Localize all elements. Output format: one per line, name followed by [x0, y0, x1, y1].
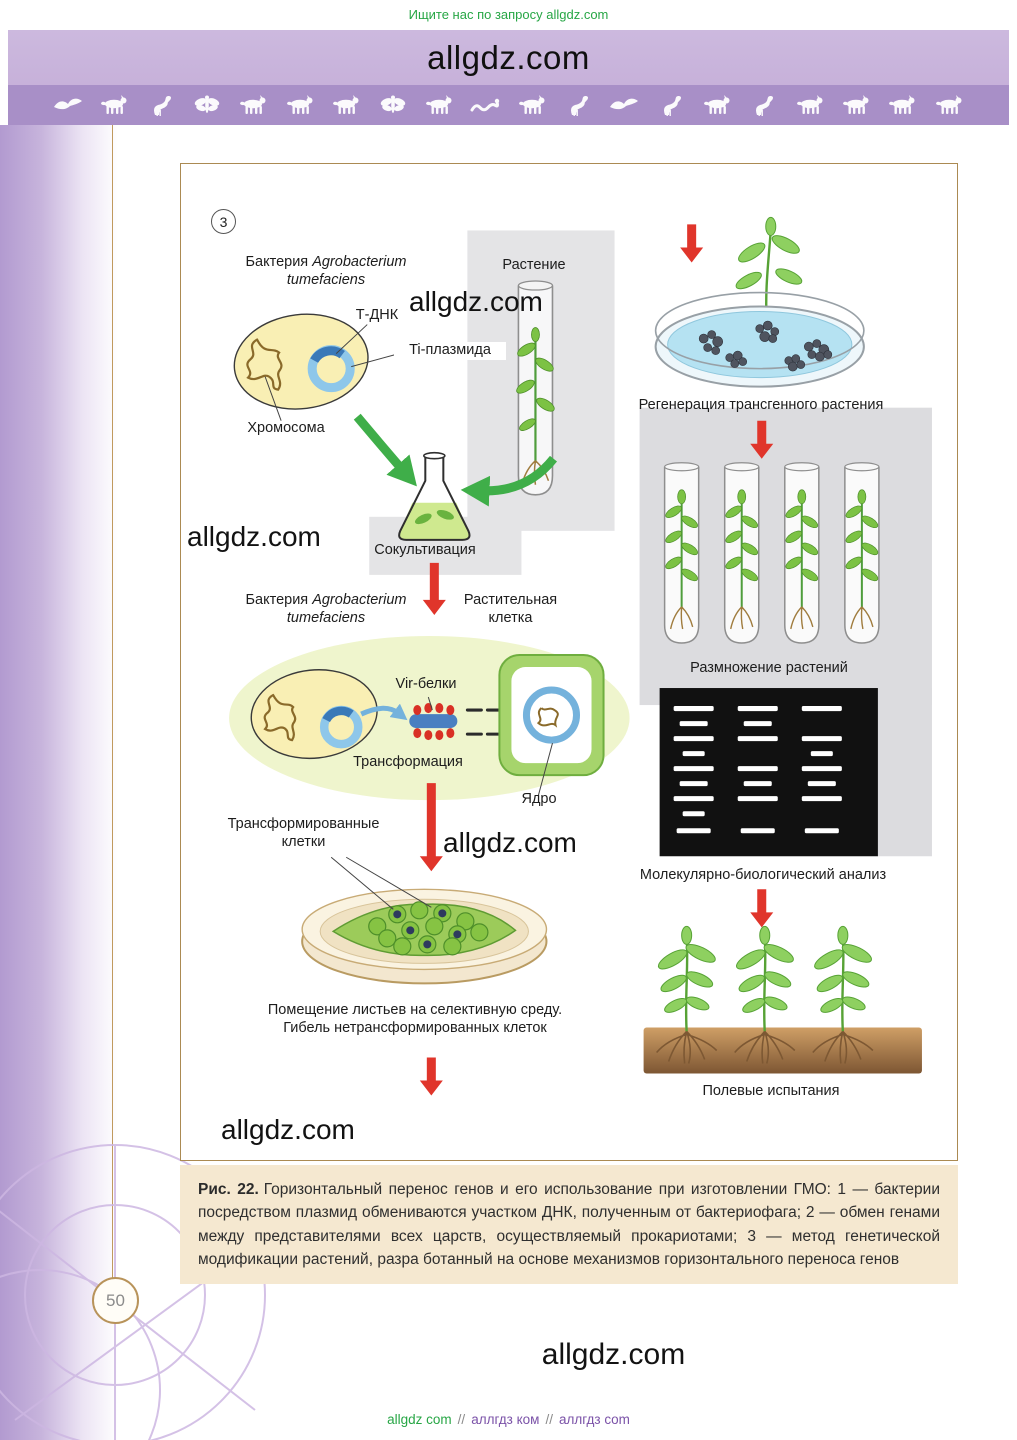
bacteria-word: Бактерия — [245, 592, 309, 608]
label-bacteria-2: Бактерия Agrobacterium tumefaciens — [231, 592, 421, 627]
figure-diagram — [229, 216, 932, 1096]
camel-icon — [843, 95, 869, 114]
footer: allgdz com // аллгдз ком // аллгдз com — [0, 1412, 1017, 1427]
wolf-icon — [935, 95, 962, 114]
bacteria-word: Бактерия — [245, 254, 309, 270]
sidebar-vertical-rule — [112, 125, 113, 1280]
label-field-trials: Полевые испытания — [702, 1083, 840, 1099]
dragonfly-icon — [193, 95, 221, 113]
stork-icon — [570, 95, 588, 116]
butterfly-icon — [379, 95, 406, 113]
bacteria-latin-name: Agrobacterium tumefaciens — [286, 254, 407, 288]
label-nucleus: Ядро — [521, 791, 557, 807]
green-arrows — [353, 413, 558, 507]
watermark-text: allgdz.com — [409, 286, 543, 317]
dog-icon — [101, 95, 127, 114]
watermark-text: allgdz.com — [187, 521, 321, 552]
label-bacteria-1: Бактерия Agrobacterium tumefaciens — [231, 254, 421, 289]
label-molecular-analysis: Молекулярно-биологический анализ — [639, 867, 887, 883]
transformation-scene — [229, 635, 630, 801]
label-ti-plasmid: Ti-плазмида — [394, 342, 506, 360]
animal-icon-band — [8, 85, 1009, 125]
figure-part-badge: 3 — [211, 209, 236, 234]
swallow-icon — [610, 98, 639, 110]
rooster-icon — [663, 95, 681, 116]
crane-icon — [756, 95, 774, 116]
footer-link-allgdz-com[interactable]: allgdz com — [387, 1412, 452, 1427]
figure-caption-text: Горизонтальный перенос генов и его испол… — [198, 1181, 940, 1268]
label-chromosome: Хромосома — [247, 420, 325, 436]
footer-separator: // — [457, 1412, 466, 1427]
watermark-text: allgdz.com — [443, 827, 577, 858]
figure-caption: Рис. 22.Горизонтальный перенос генов и е… — [180, 1165, 958, 1284]
red-arrows — [419, 224, 774, 1096]
cat-icon — [333, 95, 359, 114]
watermark-text: allgdz.com — [221, 1114, 355, 1145]
petri-dish-regeneration — [654, 291, 865, 388]
footer-separator: // — [545, 1412, 553, 1427]
plant-test-tube — [516, 280, 555, 496]
figure-box: 3 Бактерия Agrobacterium tumefaciens Т-Д… — [180, 163, 958, 1161]
site-header: allgdz.com — [8, 30, 1009, 125]
footer-link-allgdz-kom[interactable]: аллгдз ком — [471, 1412, 540, 1427]
label-plant-cell: Растительная клетка — [463, 592, 558, 626]
label-transformation: Трансформация — [353, 754, 463, 770]
label-cocultivation: Сокультивация — [374, 542, 476, 558]
footer-link-allgdz-com-2[interactable]: аллгдз com — [558, 1412, 630, 1427]
horse-icon — [518, 95, 545, 114]
figure-caption-label: Рис. 22. — [198, 1181, 259, 1198]
gel-electrophoresis — [659, 688, 878, 857]
label-selective-medium: Помещение листьев на селективную среду. … — [219, 1002, 611, 1037]
bacteria-latin-name: Agrobacterium tumefaciens — [286, 592, 407, 626]
label-regeneration: Регенерация трансгенного растения — [638, 397, 884, 413]
bottom-watermark: allgdz.com — [541, 1338, 686, 1371]
fox-icon — [889, 95, 915, 114]
label-plant: Растение — [502, 257, 566, 273]
label-vir-proteins: Vir-белки — [395, 676, 457, 692]
site-title: allgdz.com — [427, 38, 590, 76]
snake-icon — [470, 97, 501, 112]
bull-icon — [796, 95, 823, 114]
top-search-notice: Ищите нас по запросу allgdz.com — [408, 7, 609, 22]
page-number: 50 — [92, 1277, 139, 1324]
selective-line-1: Помещение листьев на селективную среду. — [267, 1002, 563, 1018]
boar-icon — [240, 95, 266, 114]
field-trial-plants — [643, 925, 922, 1074]
transformed-cells-dish — [301, 856, 548, 985]
deer-icon — [286, 95, 313, 114]
left-sidebar-gradient — [0, 125, 118, 1440]
rabbit-icon — [704, 95, 730, 114]
bacterium-agrobacterium-1 — [233, 313, 396, 421]
cocultivation-flask — [398, 451, 471, 541]
goose-icon — [153, 95, 171, 116]
label-t-dna: Т-ДНК — [355, 307, 399, 323]
selective-line-2: Гибель нетрансформированных клеток — [283, 1019, 547, 1036]
label-propagation: Размножение растений — [690, 660, 848, 676]
bird-icon — [54, 98, 82, 110]
label-transformed-cells: Трансформированные клетки — [227, 816, 380, 850]
bison-icon — [425, 95, 452, 114]
